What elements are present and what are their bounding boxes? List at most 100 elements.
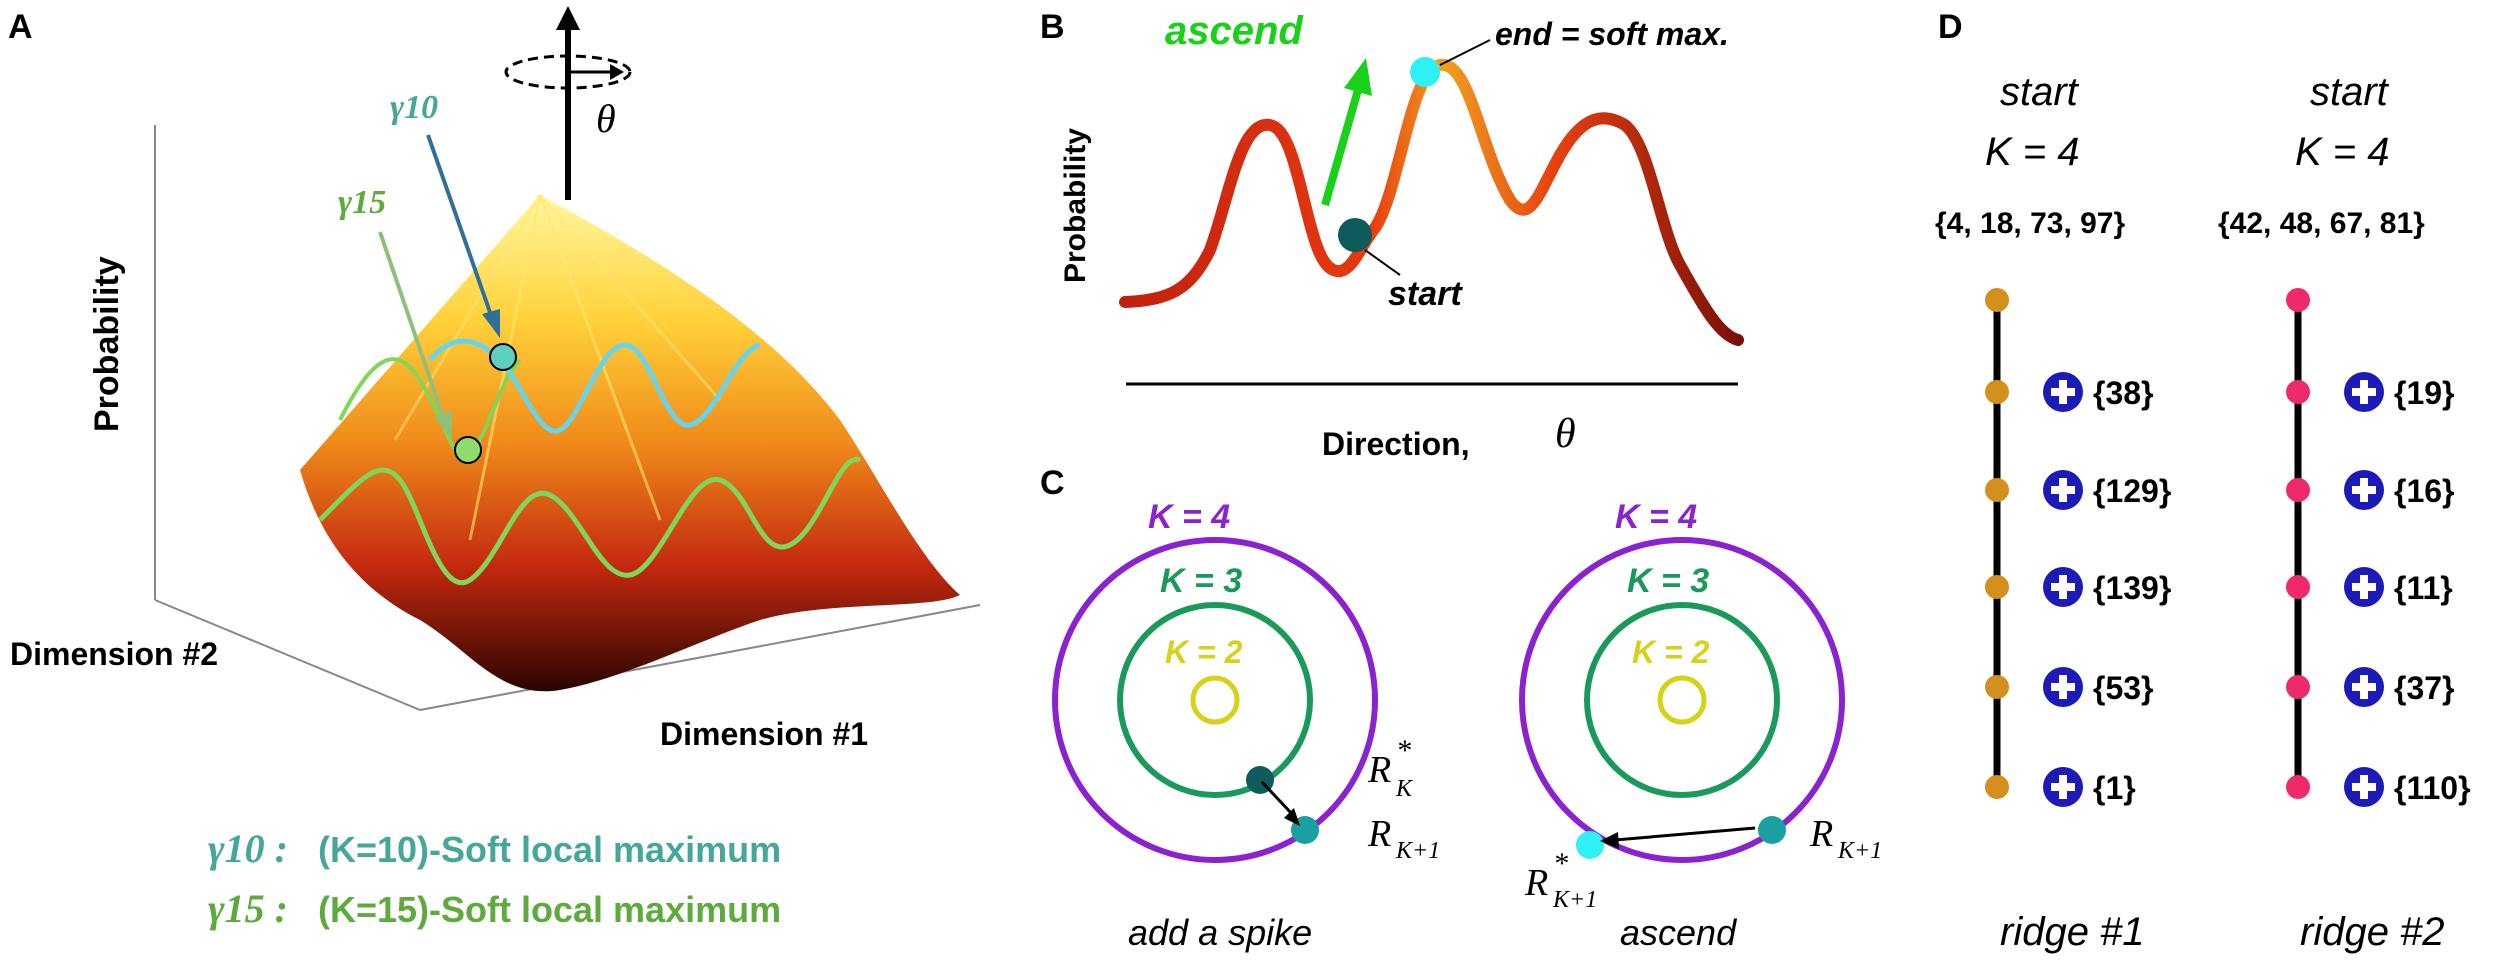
plus-icon: [2344, 372, 2384, 412]
ridge1-set: {4, 18, 73, 97}: [1935, 207, 2125, 240]
plus-icon: [2043, 667, 2083, 707]
ridge1-label: ridge #1: [2000, 910, 2145, 954]
ridge2-label: ridge #2: [2300, 910, 2445, 954]
k4-label-left: K = 4: [1148, 498, 1230, 536]
gamma15-label: γ15: [338, 184, 386, 221]
panel-a-legend: γ10 : (K=10)-Soft local maximum γ15 : (K…: [208, 826, 781, 931]
ring-k2-right: [1657, 675, 1707, 725]
plus-icon: [2043, 372, 2083, 412]
ring-k3-left: [1117, 602, 1313, 798]
gamma10-label: γ10: [390, 89, 438, 126]
k3-label-left: K = 3: [1160, 562, 1242, 600]
rk1-symbol-left: R: [1367, 813, 1391, 855]
k2-label-right: K = 2: [1632, 634, 1710, 670]
panel-b-xlabel: Direction,: [1322, 426, 1470, 462]
ridge2-add-4: {37}: [2394, 670, 2455, 706]
caption-ascend: ascend: [1620, 912, 1737, 953]
ridge1-add-5: {1}: [2093, 770, 2136, 806]
legend-gamma10-text: (K=10)-Soft local maximum: [318, 829, 781, 870]
end-label: end = soft max.: [1495, 16, 1729, 52]
panel-a-dim2: Dimension #2: [10, 636, 218, 672]
legend-gamma15-text: (K=15)-Soft local maximum: [318, 889, 781, 930]
k3-label-right: K = 3: [1627, 562, 1709, 600]
ridge2-node: [2286, 575, 2310, 599]
panel-c-right: K = 4 K = 3 K = 2 R K+1 * R K+1 ascend: [1519, 498, 1882, 953]
ring-k4-right: [1519, 537, 1845, 863]
panel-b-ylabel: Probability: [1059, 128, 1092, 283]
ridge2-start: start: [2310, 70, 2390, 114]
ring-k3-right: [1584, 602, 1780, 798]
panel-letter-d: D: [1938, 8, 1963, 46]
ring-k4-left: [1052, 537, 1378, 863]
ridge2-node: [2286, 675, 2310, 699]
rk1-sub-right: K+1: [1837, 838, 1882, 864]
rk-sub-left: K: [1395, 776, 1414, 802]
start-marker: [1338, 218, 1372, 252]
ridge2-node: [2286, 478, 2310, 502]
ridge1-k: K = 4: [1985, 130, 2080, 174]
gamma15-arrow: [378, 231, 446, 421]
plus-icon: [2344, 667, 2384, 707]
rk1star-sub-right: K+1: [1552, 887, 1597, 913]
ridge1-add-1: {38}: [2093, 375, 2154, 411]
panel-a-axes: [154, 125, 981, 711]
plus-icon: [2344, 767, 2384, 807]
ridge1-node: [1985, 575, 2009, 599]
ridge2-add-2: {16}: [2394, 473, 2455, 509]
ridge-2: start K = 4 {42, 48, 67, 81} ridge #2: [2218, 70, 2445, 954]
ridge2-k: K = 4: [2295, 130, 2390, 174]
gamma10-max-marker: [489, 343, 517, 371]
ridge1-node: [1985, 775, 2009, 799]
ridge1-node: [1985, 478, 2009, 502]
gamma15-max-marker: [454, 436, 482, 464]
rk1-symbol-right: R: [1809, 813, 1833, 855]
ridge2-add-3: {11}: [2394, 570, 2453, 606]
ascend-arrow: [1321, 88, 1362, 207]
ascend-label: ascend: [1165, 9, 1304, 53]
gamma10-arrow: [426, 134, 494, 319]
rk1star-symbol-right: R: [1524, 862, 1548, 904]
rk1-point-right: [1758, 816, 1786, 844]
ridge2-node: [2286, 288, 2310, 312]
ridge2-node: [2286, 380, 2310, 404]
panel-c-left: K = 4 K = 3 K = 2 R K * R K+1 add a spik…: [1052, 498, 1440, 953]
panel-letter-a: A: [8, 8, 33, 46]
rk1star-sup-right: *: [1553, 847, 1568, 880]
rotation-ellipse-icon: [504, 54, 632, 90]
plus-icon: [2344, 567, 2384, 607]
gamma15-curve: [318, 456, 862, 586]
rk-sup-left: *: [1396, 734, 1411, 767]
ridge1-add-3: {139}: [2093, 570, 2171, 606]
panel-letter-b: B: [1040, 8, 1065, 46]
ridge1-node: [1985, 288, 2009, 312]
plus-icon: [2344, 470, 2384, 510]
ridge2-add-5: {110}: [2394, 770, 2471, 806]
soft-max-marker: [1410, 57, 1440, 87]
legend-gamma10-symbol: γ10 :: [208, 826, 288, 871]
k4-label-right: K = 4: [1615, 498, 1697, 536]
ridge1-add-2: {129}: [2093, 473, 2171, 509]
panel-a-dim1: Dimension #1: [660, 716, 868, 752]
rk1-sub-left: K+1: [1395, 838, 1440, 864]
ridge1-node: [1985, 380, 2009, 404]
panel-a-theta: θ: [596, 96, 616, 141]
theta-axis-arrowhead: [556, 6, 580, 30]
ridge2-additions: {19} {16} {11} {37} {110}: [2344, 372, 2471, 807]
ring-k2-left: [1190, 675, 1240, 725]
ridge1-start: start: [2000, 70, 2080, 114]
ridge-1: start K = 4 {4, 18, 73, 97} ridge #1: [1935, 70, 2145, 954]
k2-label-left: K = 2: [1165, 634, 1243, 670]
ridge1-node: [1985, 675, 2009, 699]
ridge2-add-1: {19}: [2394, 375, 2455, 411]
ridge2-set: {42, 48, 67, 81}: [2218, 207, 2425, 240]
probability-surface: [300, 194, 960, 692]
rk-symbol-left: R: [1367, 749, 1391, 791]
ridge1-additions: {38} {129} {139} {53} {1}: [2043, 372, 2171, 807]
plus-icon: [2043, 470, 2083, 510]
panel-b-theta: θ: [1555, 411, 1576, 457]
plus-icon: [2043, 767, 2083, 807]
ridge1-add-4: {53}: [2093, 670, 2154, 706]
rk1star-point-right: [1576, 831, 1604, 859]
caption-add-spike: add a spike: [1128, 912, 1312, 953]
